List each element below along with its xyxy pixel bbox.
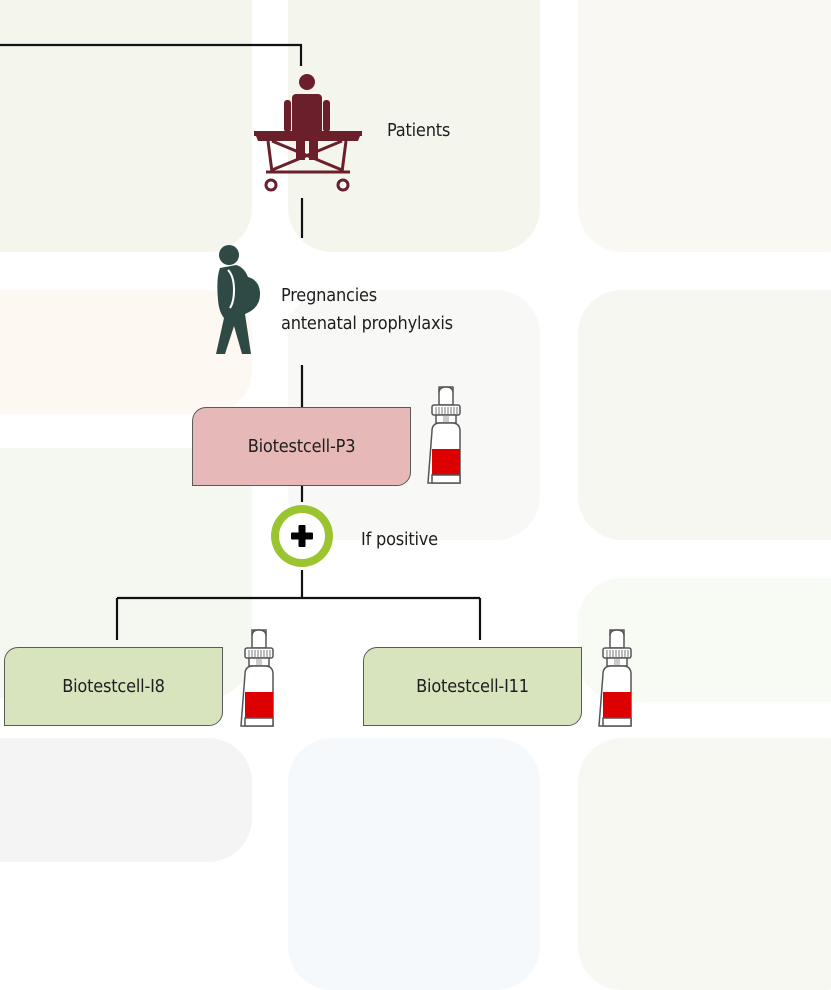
biotestcell-i11-box: Biotestcell-I11 bbox=[363, 647, 582, 726]
pregnancies-label: Pregnancies bbox=[281, 285, 378, 306]
reagent-vial-icon bbox=[240, 629, 274, 727]
pregnant-woman-icon bbox=[216, 245, 261, 354]
top-connector bbox=[0, 43, 303, 66]
biotestcell-i8-box: Biotestcell-I8 bbox=[4, 647, 223, 726]
background-tile bbox=[0, 290, 252, 414]
reagent-vial-icon bbox=[427, 386, 461, 484]
background-tile bbox=[578, 290, 831, 540]
background-tile bbox=[0, 738, 252, 862]
patients-label: Patients bbox=[387, 120, 451, 141]
connector-lines bbox=[0, 43, 482, 640]
plus-circle-icon bbox=[271, 505, 333, 567]
background-tile bbox=[288, 738, 540, 990]
reagent-vial-icon bbox=[598, 629, 632, 727]
background-tile bbox=[0, 0, 252, 252]
biotestcell-p3-box: Biotestcell-P3 bbox=[192, 407, 411, 486]
patient-on-stretcher-icon bbox=[254, 74, 362, 192]
if-positive-label: If positive bbox=[361, 529, 438, 550]
background-tile bbox=[578, 738, 831, 990]
antenatal-prophylaxis-label: antenatal prophylaxis bbox=[281, 313, 453, 334]
background-tile bbox=[578, 0, 831, 252]
